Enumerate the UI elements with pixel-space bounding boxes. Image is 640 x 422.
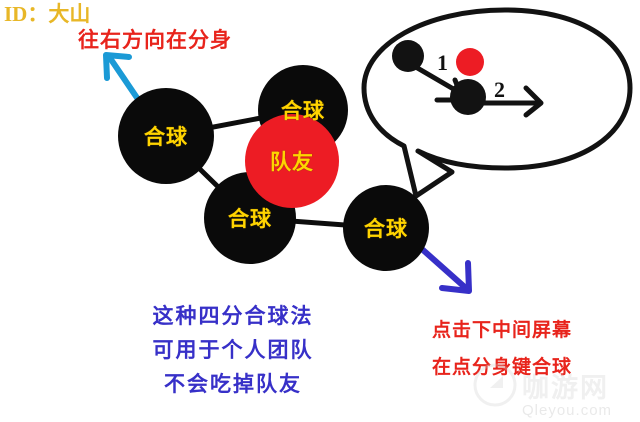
top-direction-note: 往右方向在分身 (78, 29, 232, 52)
player-id-label: ID：大山 (4, 2, 91, 26)
bubble-step-1-label: 1 (437, 50, 448, 75)
node-left-label: 合球 (144, 126, 188, 149)
blue-note-line-2: 可用于个人团队 (152, 339, 314, 362)
bubble-dot-split (450, 79, 486, 115)
node-mid-label: 合球 (228, 208, 272, 231)
node-teammate-label: 队友 (270, 151, 314, 174)
red-note-line-1: 点击下中间屏幕 (431, 320, 573, 341)
bubble-dot-teammate (456, 48, 484, 76)
blue-pointer-arrow (411, 239, 472, 294)
diagram-nodes (118, 65, 429, 271)
node-teammate-circle (245, 114, 339, 208)
bubble-step-2-label: 2 (494, 77, 505, 102)
blue-note-line-3: 不会吃掉队友 (164, 373, 302, 396)
blue-note-line-1: 这种四分合球法 (152, 305, 314, 328)
node-top-label: 合球 (281, 100, 325, 123)
bubble-dot-origin (392, 40, 424, 72)
bubble-contents (392, 40, 544, 118)
node-right-label: 合球 (364, 218, 408, 241)
node-left-circle (118, 88, 214, 184)
red-note-line-2: 在点分身键合球 (431, 357, 573, 378)
bubble-arrow-2-head (523, 85, 544, 118)
node-right-circle (343, 185, 429, 271)
